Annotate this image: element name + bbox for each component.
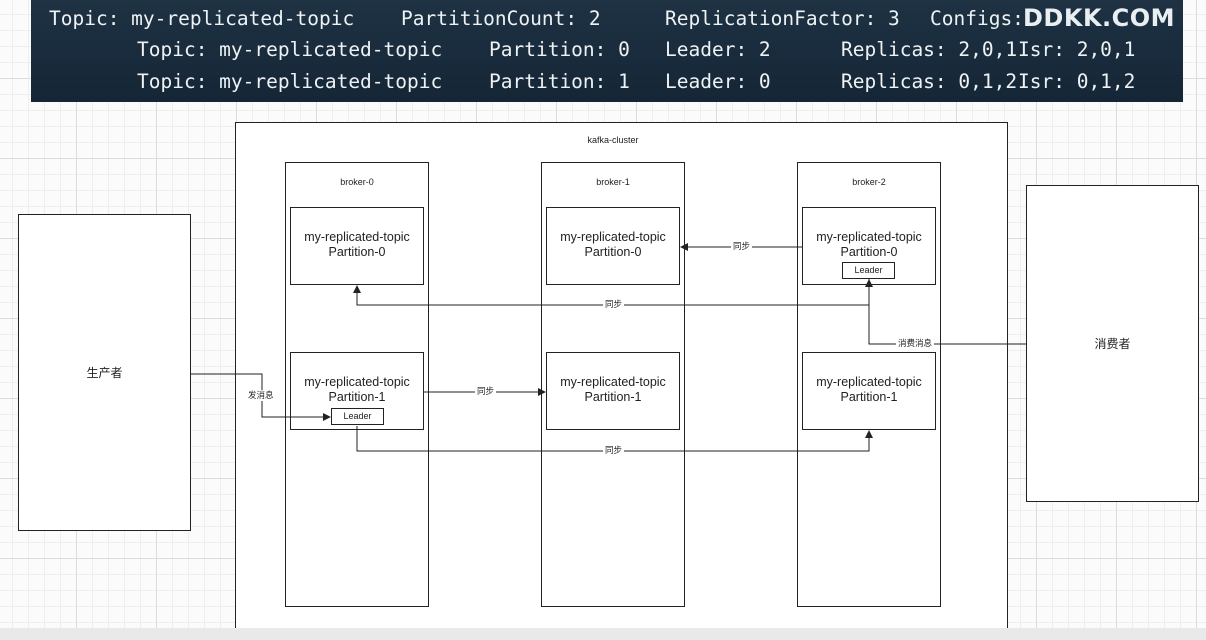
configs-text: Configs: — [930, 7, 1024, 30]
sync-label: 同步 — [475, 386, 497, 397]
consumer-box[interactable]: 消费者 — [1026, 185, 1199, 502]
topic-label: my-replicated-topic — [560, 230, 666, 244]
broker-1-title: broker-1 — [596, 177, 630, 187]
replicas-text: Replicas: 0,1,2 — [841, 70, 1018, 93]
producer-label: 生产者 — [86, 366, 123, 380]
leader-text: Leader: 2 — [665, 38, 771, 61]
consumer-label: 消费者 — [1094, 337, 1131, 351]
send-message-label: 发消息 — [246, 390, 276, 401]
bottom-edge — [0, 628, 1206, 640]
broker-1-partition-0[interactable]: my-replicated-topic Partition-0 — [546, 207, 680, 285]
broker-2-title: broker-2 — [852, 177, 886, 187]
sync-label: 同步 — [603, 445, 625, 456]
topic-label: my-replicated-topic — [816, 230, 922, 244]
partition-text: Partition: 0 — [489, 38, 630, 61]
partition-label: Partition-1 — [840, 390, 898, 404]
sync-label: 同步 — [731, 241, 753, 252]
leader-badge: Leader — [331, 408, 384, 425]
broker-0-title: broker-0 — [340, 177, 374, 187]
producer-box[interactable]: 生产者 — [18, 214, 191, 531]
broker-2-partition-1[interactable]: my-replicated-topic Partition-1 — [802, 352, 936, 430]
consume-message-label: 消费消息 — [896, 338, 935, 349]
replication-factor-text: ReplicationFactor: 3 — [665, 7, 900, 30]
broker-1-partition-1[interactable]: my-replicated-topic Partition-1 — [546, 352, 680, 430]
partition-label: Partition-1 — [328, 390, 386, 404]
broker-0-partition-0[interactable]: my-replicated-topic Partition-0 — [290, 207, 424, 285]
partition-label: Partition-0 — [840, 245, 898, 259]
topic-name-text: Topic: my-replicated-topic — [137, 70, 443, 93]
partition-label: Partition-0 — [328, 245, 386, 259]
topic-name-text: Topic: my-replicated-topic — [49, 7, 355, 30]
terminal-line-partition-0: Topic: my-replicated-topic Partition: 0 … — [31, 35, 1135, 65]
partition-label: Partition-0 — [584, 245, 642, 259]
leader-badge: Leader — [842, 262, 895, 279]
replicas-text: Replicas: 2,0,1 — [841, 38, 1018, 61]
watermark-logo: DDKK.COM — [1023, 4, 1176, 32]
sync-label: 同步 — [603, 299, 625, 310]
topic-name-text: Topic: my-replicated-topic — [137, 38, 443, 61]
cluster-title: kafka-cluster — [587, 135, 639, 145]
partition-label: Partition-1 — [584, 390, 642, 404]
leader-text: Leader: 0 — [665, 70, 771, 93]
consume-message-arrow — [865, 279, 1026, 345]
topic-label: my-replicated-topic — [816, 375, 922, 389]
partition-text: Partition: 1 — [489, 70, 630, 93]
isr-text: Isr: 0,1,2 — [1018, 70, 1136, 93]
isr-text: Isr: 2,0,1 — [1018, 38, 1136, 61]
terminal-output: Topic: my-replicated-topic PartitionCoun… — [31, 0, 1183, 102]
terminal-line-topic-summary: Topic: my-replicated-topic PartitionCoun… — [31, 4, 1024, 34]
terminal-line-partition-1: Topic: my-replicated-topic Partition: 1 … — [31, 67, 1135, 97]
topic-label: my-replicated-topic — [304, 375, 410, 389]
partition-count-text: PartitionCount: 2 — [401, 7, 601, 30]
topic-label: my-replicated-topic — [560, 375, 666, 389]
topic-label: my-replicated-topic — [304, 230, 410, 244]
